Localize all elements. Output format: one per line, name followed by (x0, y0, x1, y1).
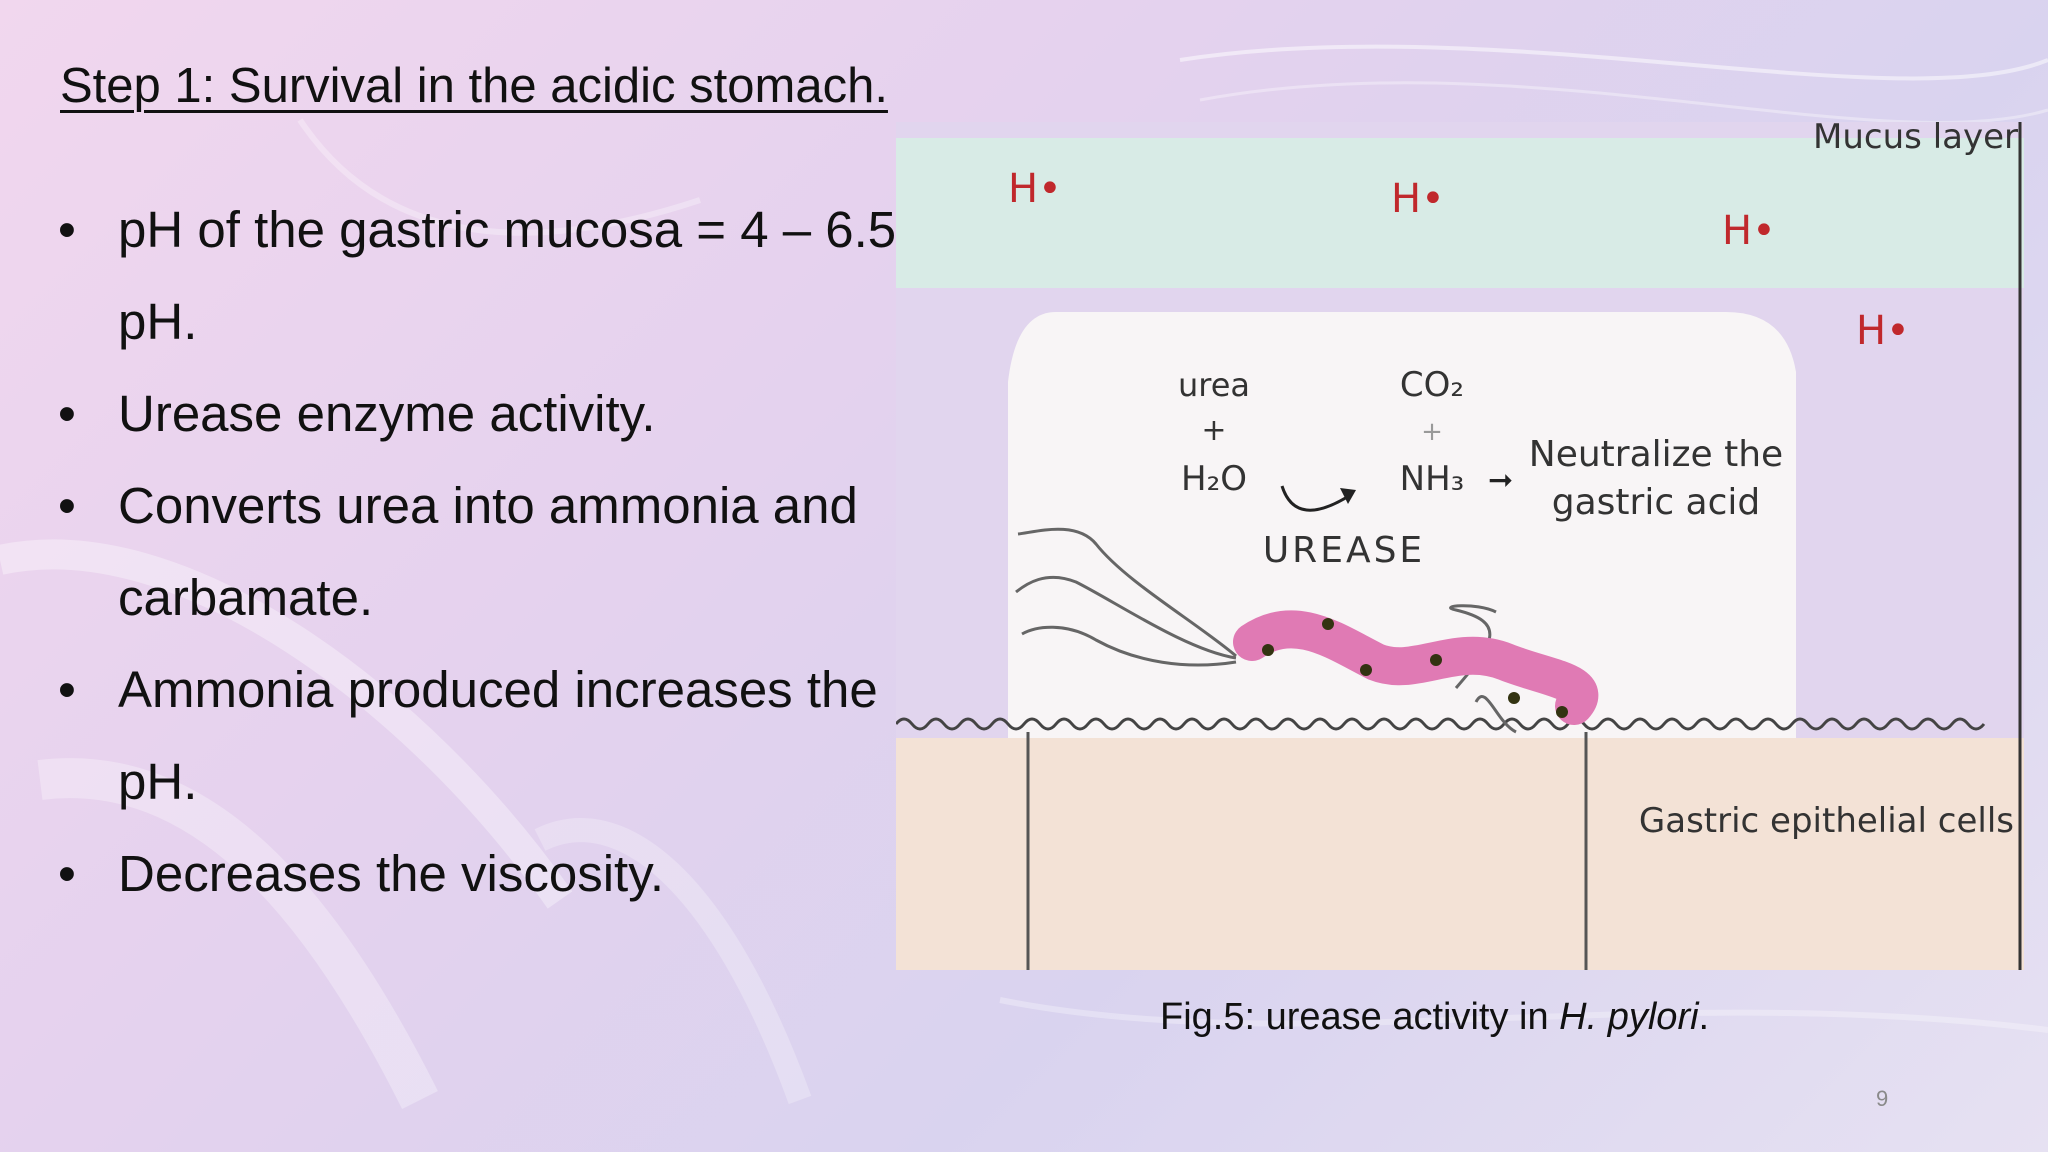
arrow-icon: ➞ (1488, 463, 1513, 498)
bullet-item: • Converts urea into ammonia and carbama… (58, 460, 898, 644)
h2o-label: H₂O (1181, 459, 1247, 499)
epithelium (896, 738, 2024, 970)
bacterium-granule (1556, 706, 1568, 718)
epithelial-cells-label: Gastric epithelial cells (1639, 801, 2014, 841)
co2-label: CO₂ (1400, 365, 1464, 405)
bullet-marker: • (58, 477, 76, 534)
bullet-text: pH of the gastric mucosa = 4 – 6.5 pH. (118, 201, 897, 350)
flagellum (1474, 694, 1517, 734)
bullet-item: • Ammonia produced increases the pH. (58, 644, 898, 828)
bullet-marker: • (58, 845, 76, 902)
bacterium-granule (1360, 664, 1372, 676)
arrowhead-icon (1340, 488, 1356, 504)
urea-label: urea (1178, 366, 1250, 404)
bullet-text: Decreases the viscosity. (118, 845, 665, 902)
bacterium-granule (1262, 644, 1274, 656)
h-ion: H• (1856, 308, 1910, 354)
flagellum (1015, 575, 1237, 660)
bullet-list: • pH of the gastric mucosa = 4 – 6.5 pH.… (58, 184, 898, 920)
plus-sign: + (1421, 417, 1443, 447)
bacterium-granule (1508, 692, 1520, 704)
mucus-layer-label: Mucus layer (1813, 122, 2018, 157)
h-ion: H• (1008, 166, 1062, 212)
caption-period: . (1698, 996, 1710, 1038)
bullet-marker: • (58, 385, 76, 442)
flagellum (1017, 527, 1237, 658)
bacterium-granule (1322, 618, 1334, 630)
figure-caption: Fig.5: urease activity in H. pylori. (1160, 996, 1709, 1039)
slide-title: Step 1: Survival in the acidic stomach. (60, 59, 888, 113)
h-ion: H• (1722, 208, 1776, 254)
caption-species: H. pylori (1559, 996, 1699, 1038)
neutralize-label: gastric acid (1552, 482, 1761, 523)
mucus-layer (896, 138, 2024, 288)
bullet-item: • pH of the gastric mucosa = 4 – 6.5 pH. (58, 184, 898, 368)
urease-label: UREASE (1263, 530, 1425, 571)
bullet-text: Ammonia produced increases the pH. (118, 661, 878, 810)
bullet-marker: • (58, 201, 76, 258)
page-number: 9 (1876, 1086, 1889, 1111)
bacterium-microenvironment (1008, 312, 1796, 742)
bullet-text: Urease enzyme activity. (118, 385, 656, 442)
bullet-item: • Decreases the viscosity. (58, 828, 898, 920)
nh3-label: NH₃ (1400, 459, 1465, 499)
plus-sign: + (1201, 413, 1226, 448)
flagellum (1021, 625, 1237, 667)
urease-diagram: Mucus layer H• H• H• H• urea + H₂O CO₂ +… (896, 122, 2024, 970)
neutralize-label: Neutralize the (1529, 434, 1783, 475)
microvilli-border (896, 717, 1986, 731)
bullet-text: Converts urea into ammonia and carbamate… (118, 477, 858, 626)
h-ion: H• (1391, 176, 1445, 222)
bullet-marker: • (58, 661, 76, 718)
bacterium-granule (1430, 654, 1442, 666)
reaction-arrow (1280, 485, 1353, 512)
caption-text: Fig.5: urease activity in (1160, 996, 1560, 1038)
bullet-item: • Urease enzyme activity. (58, 368, 898, 460)
